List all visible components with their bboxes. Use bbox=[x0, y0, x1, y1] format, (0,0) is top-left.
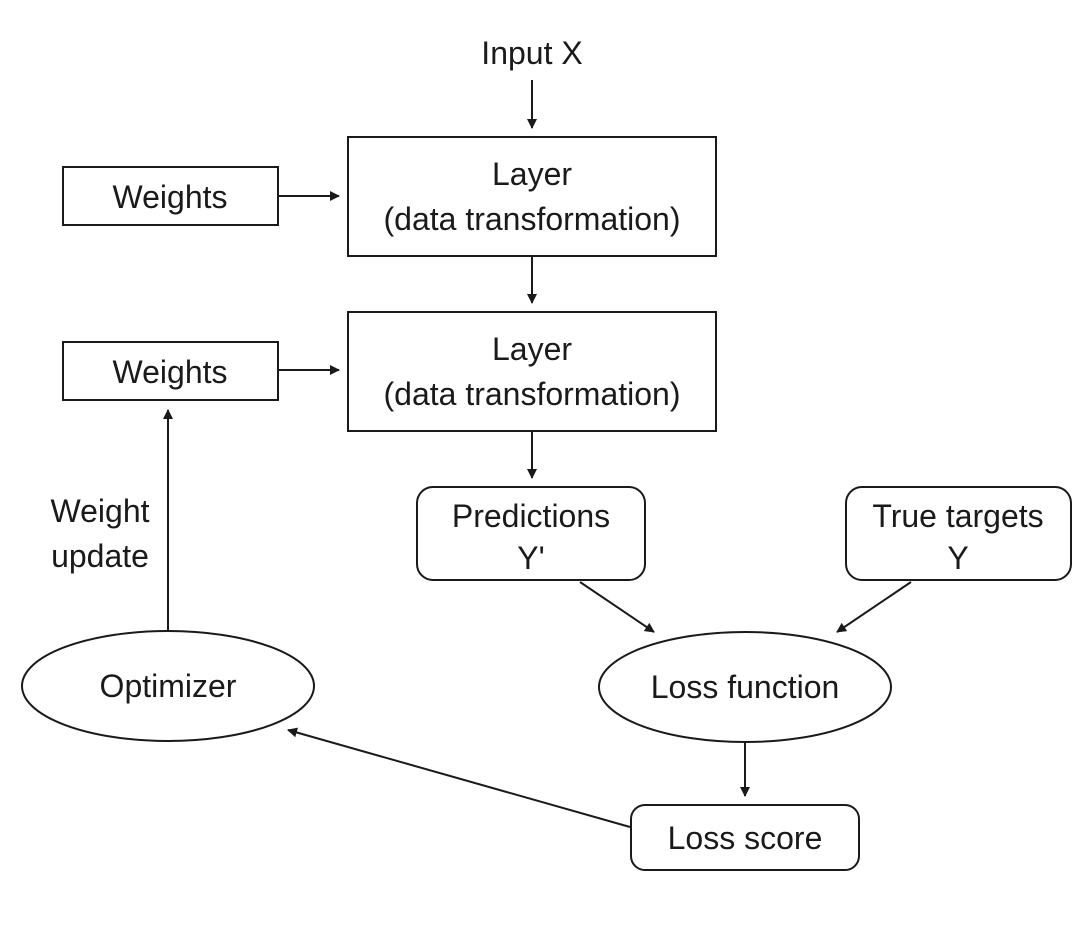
layer-2-node: Layer (data transformation) bbox=[347, 311, 717, 432]
layer-1-title: Layer bbox=[492, 156, 572, 192]
layer-2-subtitle: (data transformation) bbox=[383, 376, 680, 412]
predictions-symbol: Y' bbox=[517, 540, 544, 576]
weights-2-node: Weights bbox=[62, 341, 279, 401]
predictions-box bbox=[416, 486, 646, 581]
loss-function-ellipse bbox=[598, 631, 892, 743]
layer-1-subtitle: (data transformation) bbox=[383, 201, 680, 237]
loss-score-box bbox=[630, 804, 860, 871]
optimizer-label: Optimizer bbox=[100, 668, 237, 704]
layer-2-title: Layer bbox=[492, 331, 572, 367]
layer-2-box bbox=[347, 311, 717, 432]
loss-score-node: Loss score bbox=[630, 804, 860, 871]
optimizer-node: Optimizer bbox=[21, 630, 315, 742]
edge-true-targets-to-loss-function bbox=[836, 581, 912, 633]
weights-1-box bbox=[62, 166, 279, 226]
edge-predictions-to-loss-function bbox=[579, 581, 655, 633]
weight-update-label-line2: update bbox=[51, 538, 149, 574]
layer-1-node: Layer (data transformation) bbox=[347, 136, 717, 257]
predictions-title: Predictions bbox=[452, 498, 610, 534]
edge-loss-score-to-optimizer bbox=[287, 727, 631, 828]
loss-function-node: Loss function bbox=[598, 631, 892, 743]
true-targets-symbol: Y bbox=[947, 540, 968, 576]
loss-function-label: Loss function bbox=[651, 669, 840, 705]
weights-2-label: Weights bbox=[112, 354, 227, 390]
weights-1-label: Weights bbox=[112, 179, 227, 215]
weights-1-node: Weights bbox=[62, 166, 279, 226]
true-targets-node: True targets Y bbox=[845, 486, 1072, 581]
true-targets-box bbox=[845, 486, 1072, 581]
layer-1-box bbox=[347, 136, 717, 257]
loss-score-label: Loss score bbox=[668, 820, 823, 856]
weight-update-label-line1: Weight bbox=[50, 493, 149, 529]
predictions-node: Predictions Y' bbox=[416, 486, 646, 581]
weights-2-box bbox=[62, 341, 279, 401]
input-label: Input X bbox=[481, 35, 582, 71]
true-targets-title: True targets bbox=[872, 498, 1043, 534]
